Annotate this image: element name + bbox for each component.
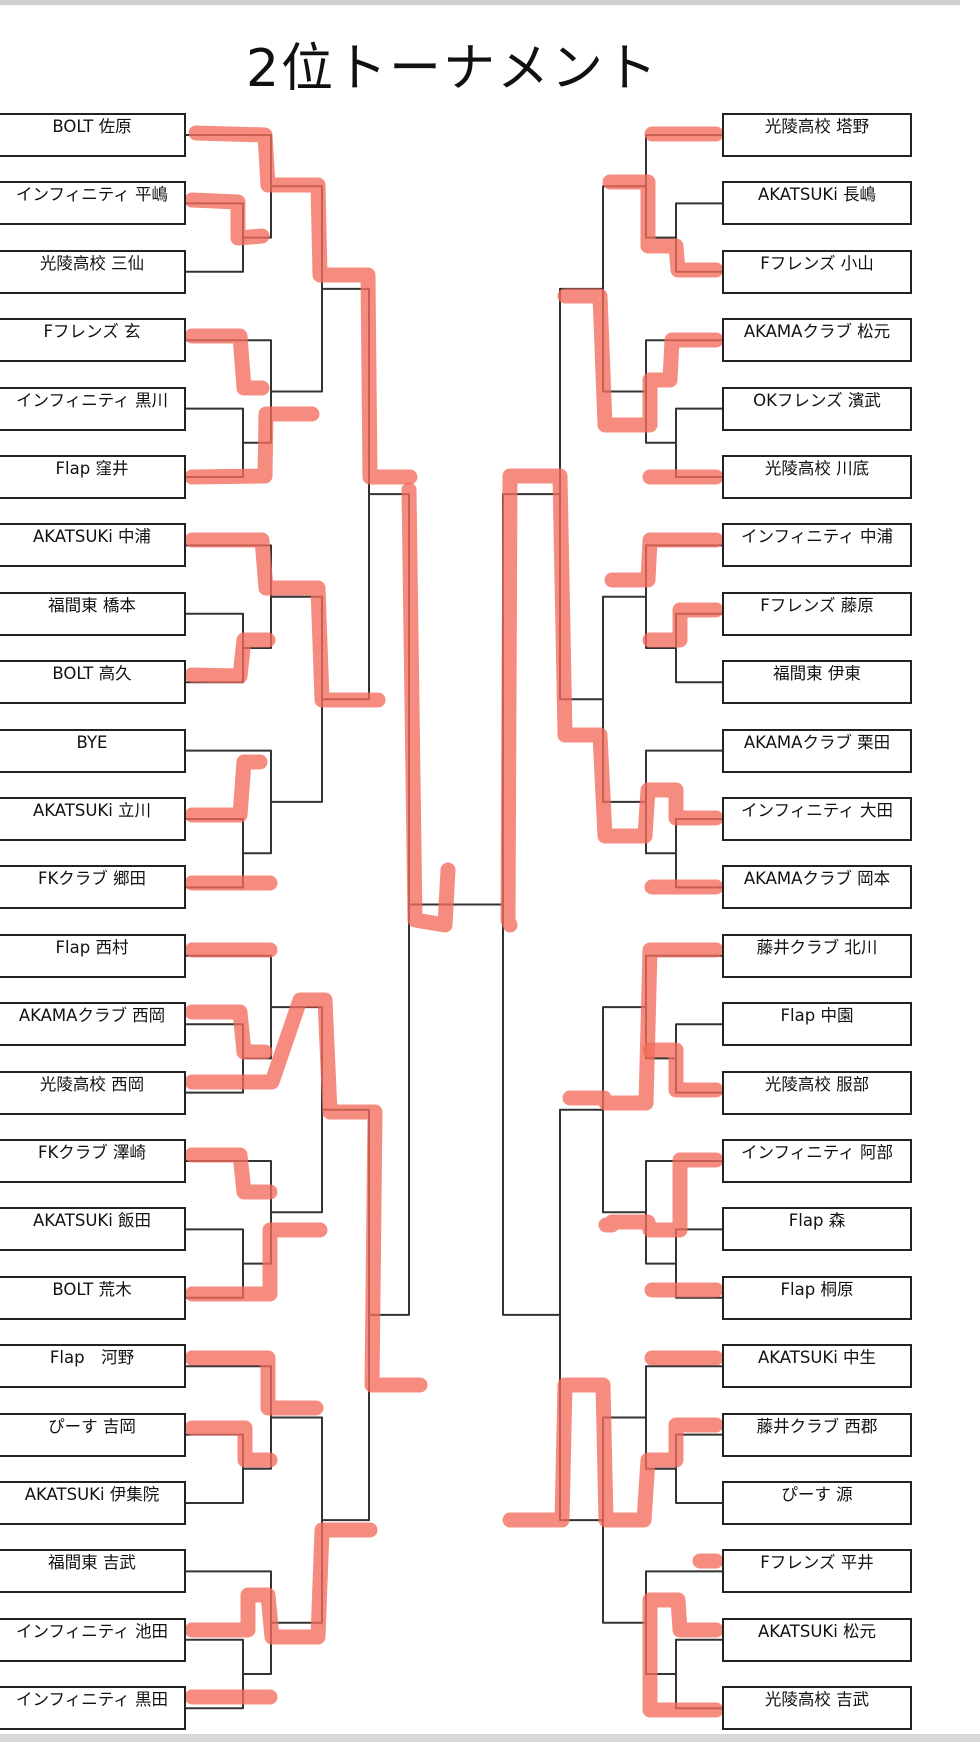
winner-highlight-stroke bbox=[184, 406, 320, 485]
right-entry-box: 藤井クラブ 西郡 bbox=[722, 1412, 912, 1457]
left-entry-box: AKATSUKi 中浦 bbox=[0, 523, 186, 568]
winner-highlight-stroke bbox=[500, 468, 724, 933]
top-bar bbox=[0, 0, 980, 5]
right-entry-box: Fフレンズ 藤原 bbox=[722, 591, 912, 636]
winner-highlight-stroke bbox=[184, 532, 386, 708]
left-entry-box: FKクラブ 澤崎 bbox=[0, 1139, 186, 1183]
winner-highlight-stroke bbox=[642, 1042, 724, 1098]
left-bracket-line bbox=[185, 407, 244, 478]
left-entry-box: ぴーす 吉岡 bbox=[0, 1412, 186, 1457]
right-entry-box: インフィニティ 大田 bbox=[722, 797, 912, 841]
right-entry-box: 光陵高校 服部 bbox=[722, 1070, 912, 1115]
right-entry-box: 光陵高校 吉武 bbox=[722, 1686, 912, 1731]
right-bracket-line bbox=[675, 818, 723, 889]
bottom-bar bbox=[0, 1734, 980, 1742]
winner-highlight-stroke bbox=[184, 1222, 328, 1302]
right-entry-box: 光陵高校 塔野 bbox=[722, 113, 912, 157]
left-entry-box: 光陵高校 三仙 bbox=[0, 249, 186, 294]
right-bracket-line bbox=[675, 407, 723, 478]
right-entry-box: 光陵高校 川底 bbox=[722, 455, 912, 499]
left-entry-box: BOLT 高久 bbox=[0, 660, 186, 705]
winner-highlight-stroke bbox=[184, 1522, 378, 1645]
winner-highlight-stroke bbox=[184, 1420, 278, 1468]
left-bracket-line bbox=[185, 1160, 272, 1265]
right-entry-box: ぴーす 源 bbox=[722, 1481, 912, 1525]
left-bracket-line bbox=[185, 134, 272, 239]
left-entry-box: Flap 西村 bbox=[0, 933, 186, 978]
winner-highlight-stroke bbox=[502, 1377, 724, 1528]
left-entry-box: インフィニティ 黒田 bbox=[0, 1686, 186, 1731]
winner-highlight-stroke bbox=[642, 1592, 724, 1718]
left-entry-box: FKクラブ 郷田 bbox=[0, 865, 186, 910]
right-entry-box: インフィニティ 阿部 bbox=[722, 1139, 912, 1183]
winner-highlight-stroke bbox=[184, 1147, 278, 1200]
left-entry-box: 福間東 吉武 bbox=[0, 1549, 186, 1594]
right-entry-box: AKAMAクラブ 松元 bbox=[722, 318, 912, 363]
left-entry-box: AKATSUKi 伊集院 bbox=[0, 1481, 186, 1525]
right-entry-box: 藤井クラブ 北川 bbox=[722, 933, 912, 978]
left-entry-box: Flap 窪井 bbox=[0, 455, 186, 499]
left-entry-box: BOLT 佐原 bbox=[0, 113, 186, 157]
right-entry-box: AKAMAクラブ 栗田 bbox=[722, 728, 912, 773]
right-entry-box: AKATSUKi 長嶋 bbox=[722, 181, 912, 226]
left-entry-box: インフィニティ 池田 bbox=[0, 1617, 186, 1662]
winner-highlight-stroke bbox=[184, 192, 270, 246]
winner-highlight-stroke bbox=[188, 125, 418, 485]
left-entry-box: インフィニティ 黒川 bbox=[0, 386, 186, 431]
winner-highlight-stroke bbox=[642, 602, 724, 648]
left-bracket-line bbox=[185, 1433, 244, 1504]
right-entry-box: Fフレンズ 平井 bbox=[722, 1549, 912, 1594]
winner-highlight-stroke bbox=[184, 328, 270, 396]
right-bracket-line bbox=[645, 134, 723, 239]
right-entry-box: AKATSUKi 中生 bbox=[722, 1344, 912, 1389]
right-entry-box: AKAMAクラブ 岡本 bbox=[722, 865, 912, 910]
left-entry-box: 光陵高校 西岡 bbox=[0, 1070, 186, 1115]
left-entry-box: 福間東 橋本 bbox=[0, 591, 186, 636]
winner-highlight-stroke bbox=[401, 482, 456, 933]
left-entry-box: インフィニティ 平嶋 bbox=[0, 181, 186, 226]
winner-highlight-stroke bbox=[184, 754, 268, 823]
right-entry-box: Flap 中園 bbox=[722, 1002, 912, 1047]
winner-highlight-stroke bbox=[602, 174, 724, 278]
right-entry-box: インフィニティ 中浦 bbox=[722, 523, 912, 568]
left-entry-box: AKATSUKi 飯田 bbox=[0, 1207, 186, 1252]
right-entry-box: Flap 桐原 bbox=[722, 1275, 912, 1320]
winner-highlight-stroke bbox=[562, 942, 724, 1111]
right-entry-box: AKATSUKi 松元 bbox=[722, 1617, 912, 1662]
left-entry-box: AKAMAクラブ 西岡 bbox=[0, 1002, 186, 1047]
winner-highlight-stroke bbox=[604, 532, 724, 588]
right-bracket-line bbox=[602, 595, 647, 803]
right-entry-box: Fフレンズ 小山 bbox=[722, 249, 912, 294]
winner-highlight-stroke bbox=[184, 1004, 273, 1060]
winner-highlight-stroke bbox=[184, 1350, 324, 1416]
right-bracket-line bbox=[645, 749, 723, 855]
left-entry-box: AKATSUKi 立川 bbox=[0, 797, 186, 841]
left-bracket-line bbox=[321, 1108, 370, 1522]
left-entry-box: BOLT 荒木 bbox=[0, 1275, 186, 1320]
winner-highlight-stroke bbox=[557, 288, 724, 433]
right-entry-box: 福間東 伊東 bbox=[722, 660, 912, 705]
left-entry-box: Flap 河野 bbox=[0, 1344, 186, 1389]
right-entry-box: OKフレンズ 濱武 bbox=[722, 386, 912, 431]
side-margin bbox=[960, 0, 980, 1742]
left-bracket-line bbox=[270, 1006, 323, 1214]
winner-highlight-stroke bbox=[184, 992, 428, 1393]
winner-highlight-marks bbox=[184, 125, 724, 1718]
right-entry-box: Flap 森 bbox=[722, 1207, 912, 1252]
right-bracket-line bbox=[675, 1638, 723, 1710]
page-title: 2位トーナメント bbox=[245, 39, 660, 99]
left-entry-box: BYE bbox=[0, 728, 186, 773]
winner-highlight-stroke bbox=[598, 1152, 724, 1238]
winner-highlight-stroke bbox=[184, 632, 276, 684]
left-entry-box: Fフレンズ 玄 bbox=[0, 318, 186, 363]
